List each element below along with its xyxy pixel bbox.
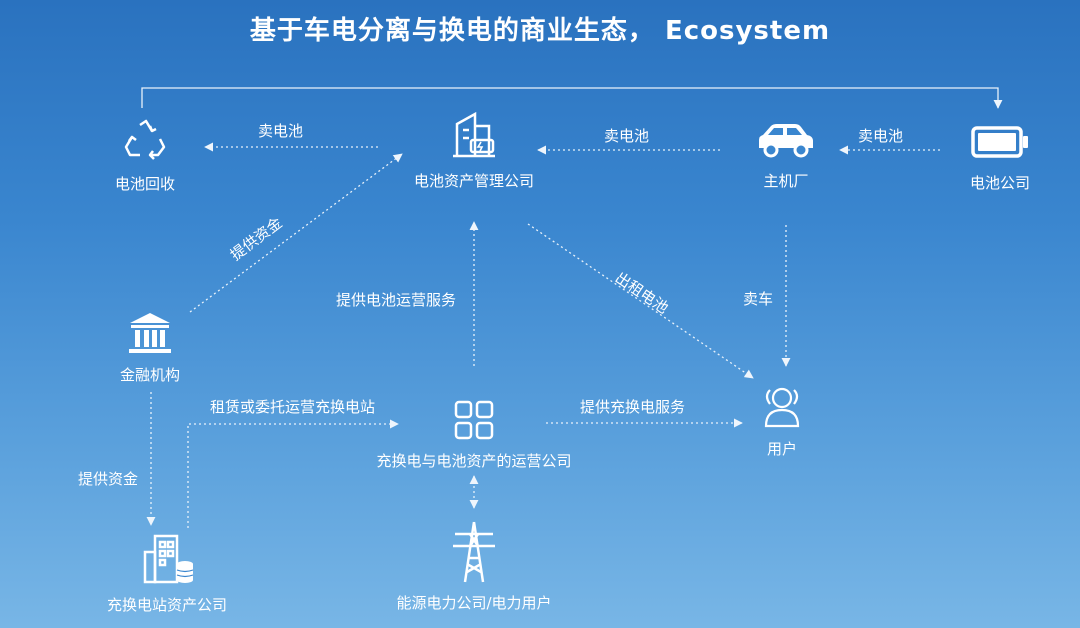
station-building-icon: [143, 534, 194, 584]
node-energy-company: 能源电力公司/电力用户: [374, 518, 574, 613]
node-battery-asset-mgmt: 电池资产管理公司: [394, 110, 554, 191]
edge-label-provide-funds-bottom: 提供资金: [78, 470, 139, 488]
edge-label-lease-stations: 租赁或委托运营充换电站: [210, 398, 376, 416]
node-battery-recycling: 电池回收: [95, 115, 195, 194]
page-title: 基于车电分离与换电的商业生态， Ecosystem: [249, 16, 831, 46]
recycle-icon: [124, 119, 166, 160]
label-station-asset-company: 充换电站资产公司: [106, 596, 227, 614]
node-battery-company: 电池公司: [950, 120, 1050, 193]
car-icon: [759, 124, 813, 158]
node-station-asset-company: 充换电站资产公司: [82, 530, 252, 615]
building-battery-icon: [453, 111, 495, 158]
arrow-rent-battery: [527, 223, 754, 379]
edge-label-battery-ops-service: 提供电池运营服务: [336, 291, 457, 309]
node-oem: 主机厂: [736, 118, 836, 191]
users-icon: [764, 387, 800, 428]
node-user: 用户: [742, 382, 822, 459]
node-swap-operator: 充换电与电池资产的运营公司: [364, 398, 584, 471]
label-user: 用户: [766, 440, 797, 458]
label-battery-recycling: 电池回收: [114, 175, 175, 193]
bank-icon: [129, 313, 171, 353]
label-battery-company: 电池公司: [969, 174, 1030, 192]
arrow-provide-funds-top: [189, 153, 403, 313]
edge-label-sell-battery-recycle: 卖电池: [258, 122, 304, 140]
edge-label-sell-battery-company: 卖电池: [858, 127, 904, 145]
edge-label-swap-service: 提供充换电服务: [580, 398, 686, 416]
label-energy-company: 能源电力公司/电力用户: [396, 594, 552, 612]
label-financial-institution: 金融机构: [119, 366, 180, 384]
label-battery-asset-mgmt: 电池资产管理公司: [413, 172, 534, 190]
label-swap-operator: 充换电与电池资产的运营公司: [376, 452, 572, 470]
node-financial-institution: 金融机构: [100, 310, 200, 385]
edge-label-sell-car: 卖车: [743, 290, 774, 308]
edge-label-sell-battery-oem: 卖电池: [604, 127, 650, 145]
battery-icon: [971, 126, 1028, 158]
loop-line: [141, 87, 1003, 109]
power-tower-icon: [453, 521, 495, 583]
grid-icon: [454, 400, 494, 440]
label-oem: 主机厂: [763, 172, 809, 190]
